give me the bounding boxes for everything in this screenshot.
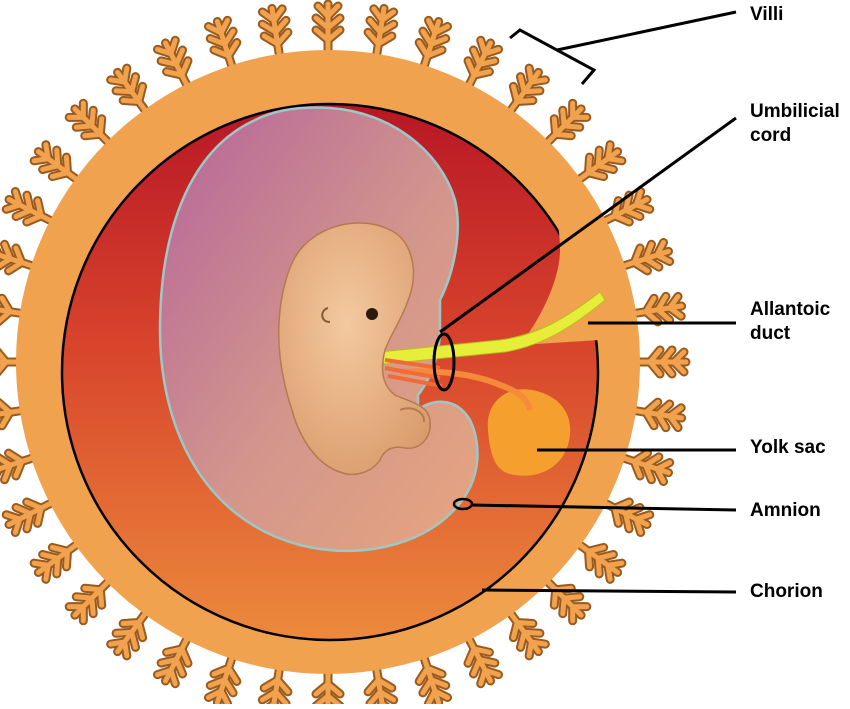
allantoic-duct-shape — [379, 291, 606, 365]
leader-lines — [439, 10, 737, 594]
embryo — [278, 222, 431, 476]
label-yolk-sac: Yolk sac — [750, 437, 826, 458]
embryo-limb — [399, 407, 426, 423]
villi-leader — [556, 10, 737, 52]
amnion-marker — [452, 497, 474, 511]
umbilical-leader — [439, 116, 737, 334]
umbilical-vessels — [384, 358, 443, 388]
label-amnion: Amnion — [750, 500, 821, 521]
yolk-stalk — [399, 368, 533, 411]
label-villi: Villi — [750, 4, 784, 25]
yolk-sac-shape — [487, 389, 571, 476]
label-umbilical-cord: Umbilicial cord — [750, 101, 840, 146]
cavity-cutaway — [520, 180, 604, 345]
chorion-leader — [481, 588, 737, 594]
embryo-ear — [321, 307, 331, 323]
amnion-leader — [471, 503, 737, 512]
label-chorion: Chorion — [750, 581, 823, 602]
embryo-eye — [366, 308, 378, 320]
umbilical-cord-ring — [432, 332, 456, 392]
label-allantoic-duct: Allantoic duct — [750, 299, 831, 344]
